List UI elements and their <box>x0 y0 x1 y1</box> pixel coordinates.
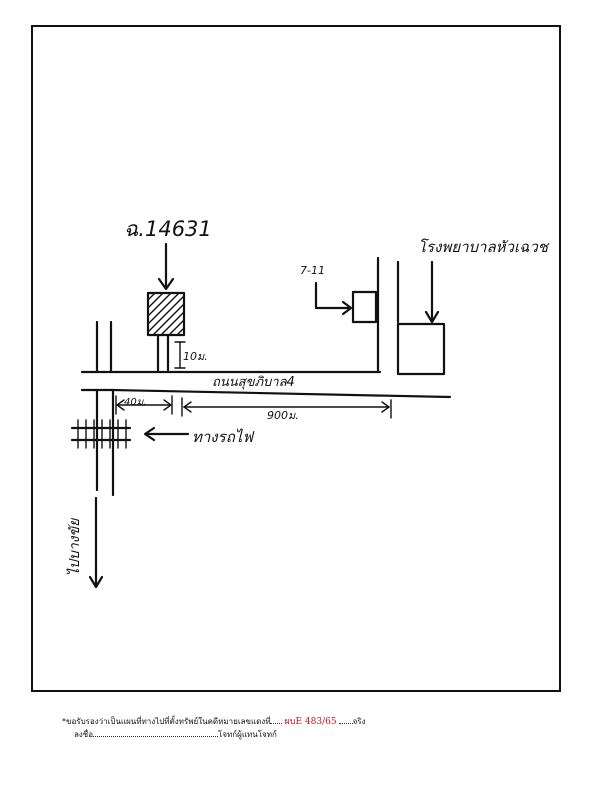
deed-arrow <box>157 242 175 291</box>
store-building <box>351 290 378 324</box>
store-arrow <box>314 281 353 316</box>
access-lane <box>156 333 170 372</box>
certification-suffix: จริง <box>352 717 366 726</box>
direction-label: ไปบางขัย <box>66 518 83 576</box>
signature-line: ลงชื่อ โจทก์ผู้แทนโจทก์ <box>74 728 277 741</box>
road-name-label: ถนนสุขภิบาล4 <box>212 375 295 390</box>
short-distance-label: 40ม. <box>124 397 147 408</box>
long-distance-label: 900ม. <box>267 409 299 422</box>
property-plot-hatched <box>146 291 186 337</box>
certification-statement: *ขอรับรองว่าเป็นแผนที่ทางไปที่ตั้งทรัพย์… <box>62 714 365 728</box>
signature-blank <box>93 736 219 737</box>
railway-arrow <box>143 426 190 442</box>
distance-to-road-label: 10ม. <box>183 350 208 363</box>
hospital-building <box>396 322 446 376</box>
long-distance-marker <box>181 397 392 419</box>
case-number: ผบE 483/65 <box>284 717 337 727</box>
store-label: 7-11 <box>300 264 325 277</box>
map-frame <box>31 25 561 692</box>
signature-prefix: ลงชื่อ <box>74 730 94 739</box>
railway-track <box>70 419 132 449</box>
hospital-label: โรงพยาบาลหัวเฉวช <box>418 238 550 256</box>
railway-label: ทางรถไฟ <box>192 428 255 446</box>
distance-to-road-marker <box>174 341 186 369</box>
short-distance-marker <box>115 395 173 415</box>
deed-number-label: ฉ.14631 <box>124 217 212 241</box>
certification-prefix: *ขอรับรองว่าเป็นแผนที่ทางไปที่ตั้งทรัพย์… <box>62 717 271 726</box>
direction-arrow <box>88 496 104 589</box>
hospital-arrow <box>424 260 440 324</box>
signature-role: โจทก์ผู้แทนโจทก์ <box>218 730 277 739</box>
